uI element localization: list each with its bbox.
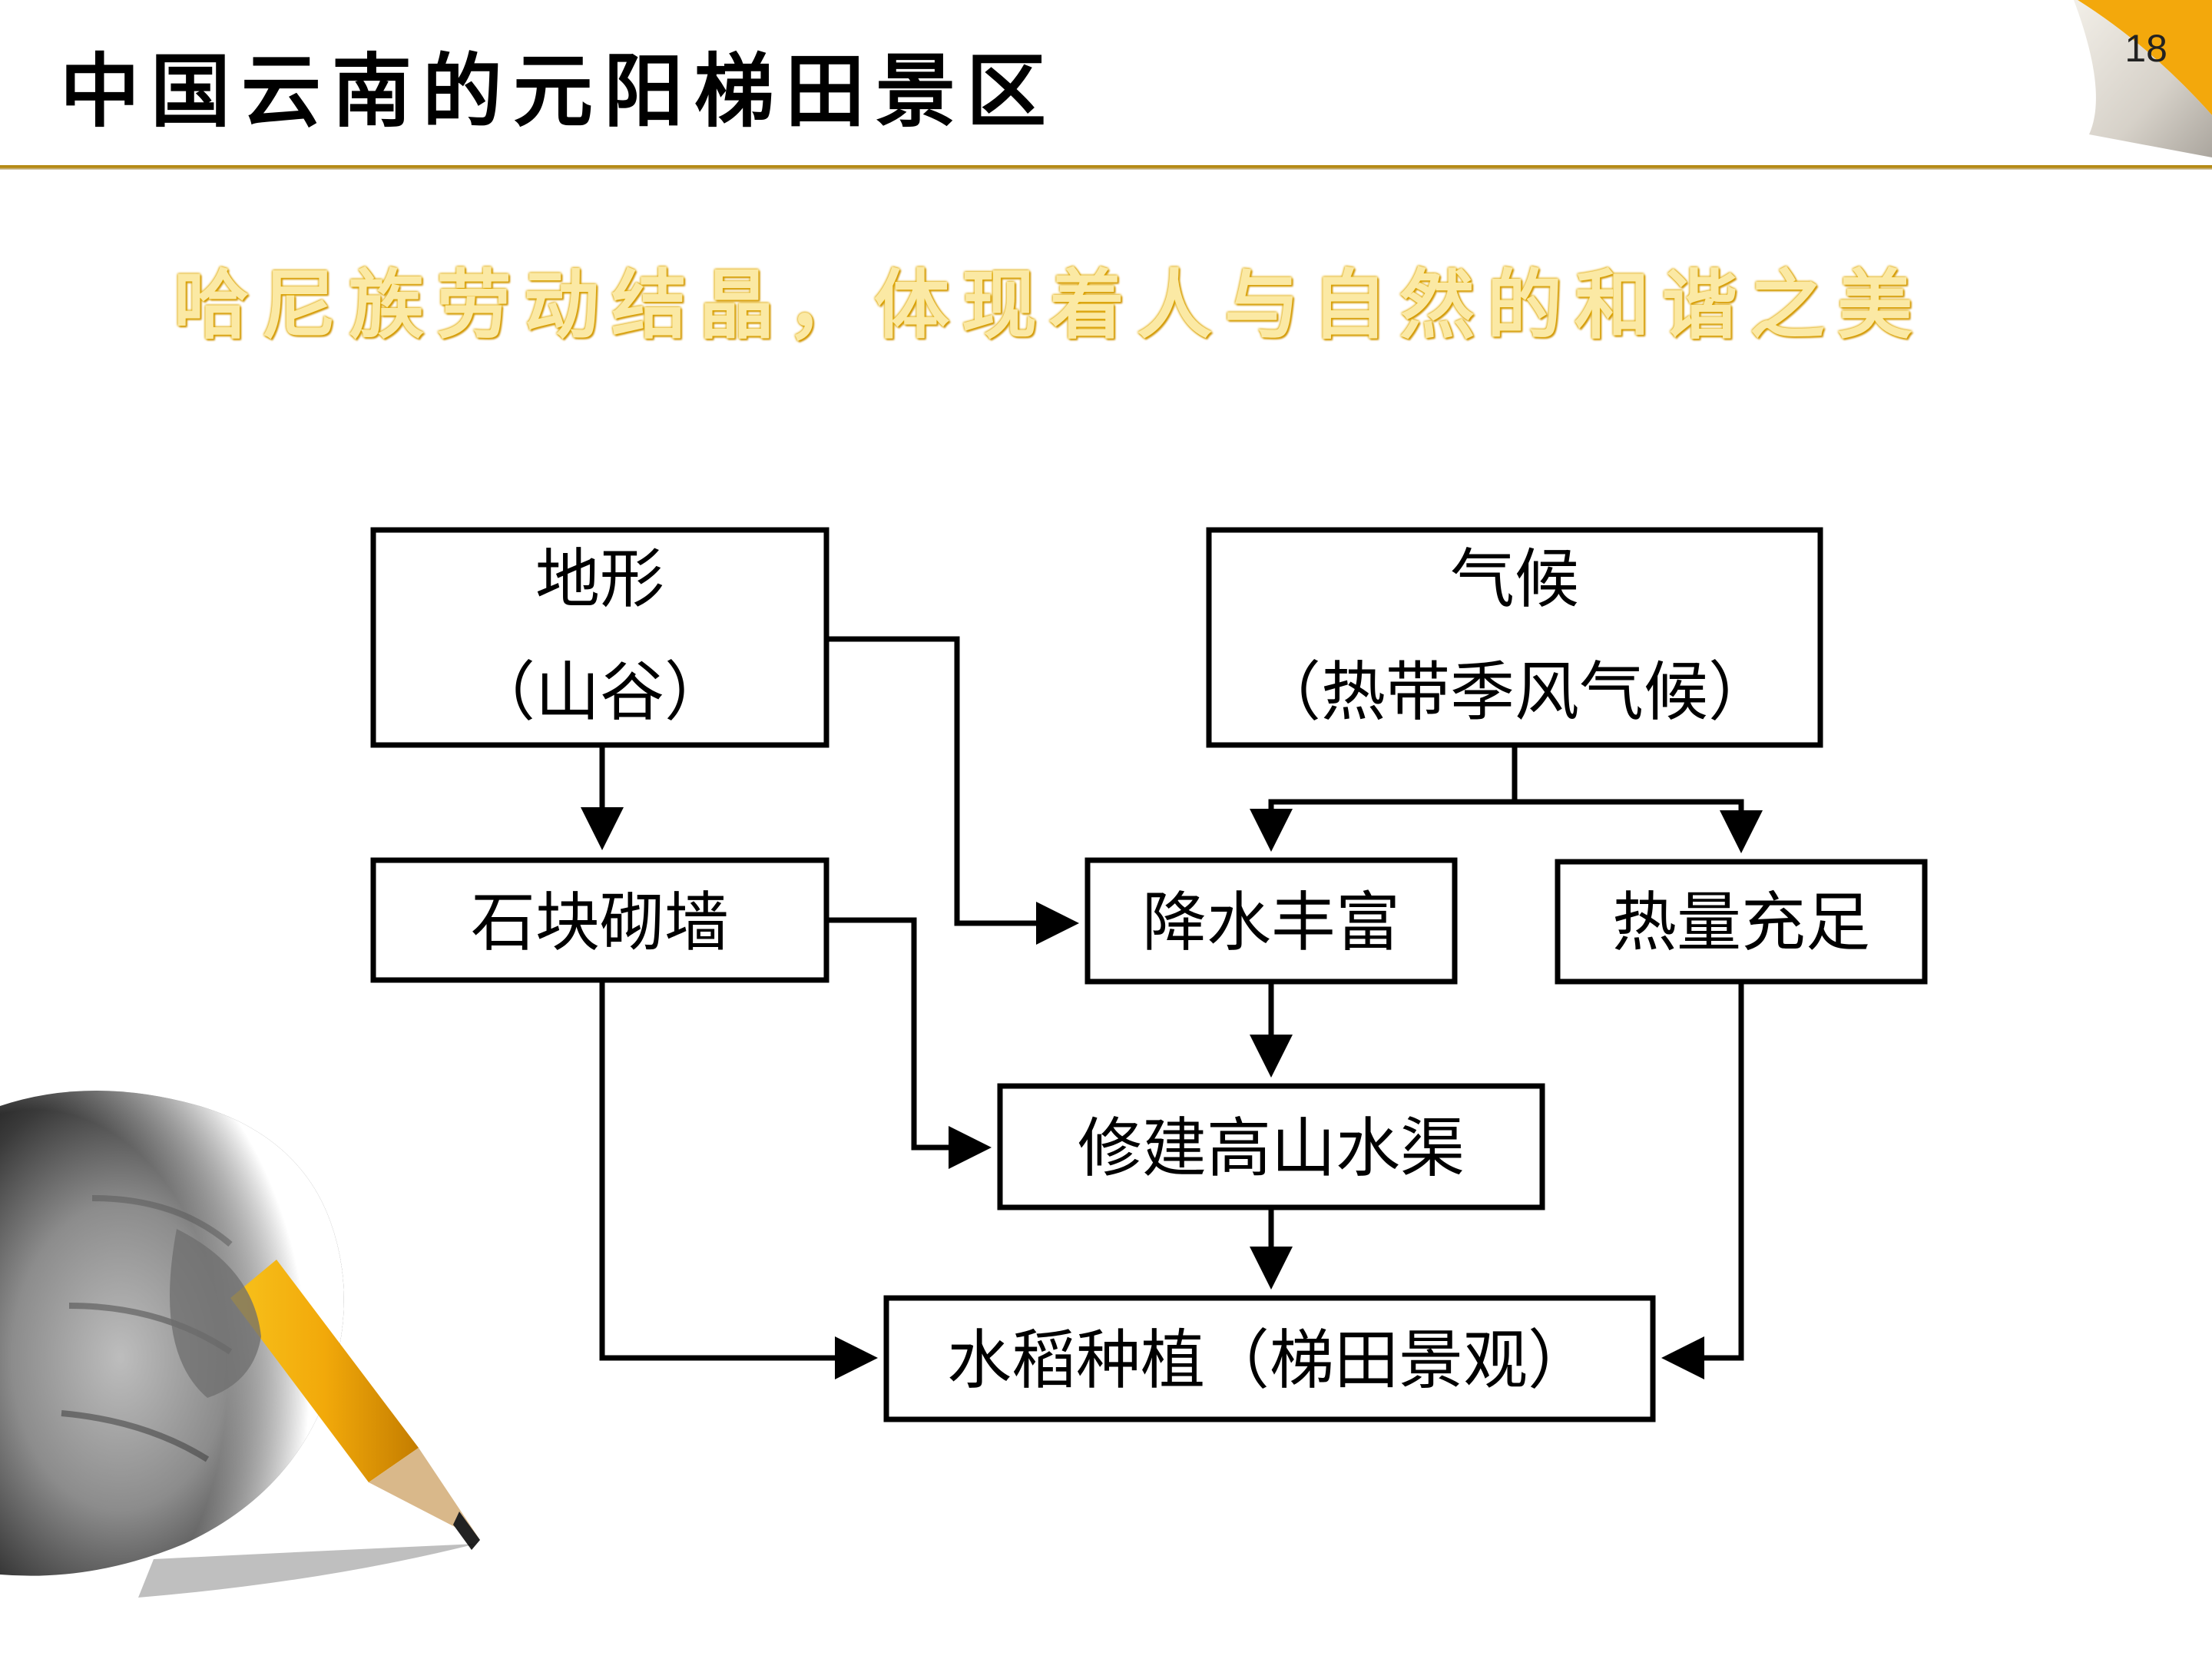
subtitle: 哈尼族劳动结晶，体现着人与自然的和谐之美 bbox=[174, 261, 1926, 349]
terrain-box bbox=[370, 527, 830, 748]
rain-label: 降水丰富 bbox=[1142, 885, 1400, 960]
rice-label: 水稻种植（梯田景观） bbox=[947, 1323, 1592, 1398]
climate-split-line bbox=[1250, 747, 1518, 852]
title-divider bbox=[0, 165, 2212, 170]
canal-label: 修建高山水渠 bbox=[1078, 1111, 1465, 1186]
rice-box bbox=[883, 1295, 1656, 1422]
heat-box bbox=[1555, 859, 1928, 985]
arrow-climate-heat bbox=[1515, 799, 1763, 853]
climate-label: 气候 bbox=[1450, 541, 1579, 617]
arrow-terrain-rain bbox=[829, 636, 1079, 945]
arrow-heat-rice bbox=[1661, 984, 1744, 1379]
arrow-stone-rice bbox=[599, 982, 878, 1379]
heat-label: 热量充足 bbox=[1612, 885, 1870, 960]
stone-wall-box bbox=[370, 857, 830, 983]
rain-box bbox=[1084, 857, 1458, 985]
climate-box bbox=[1206, 527, 1823, 748]
page-title: 中国云南的元阳梯田景区 bbox=[60, 44, 1058, 138]
arrow-stone-canal bbox=[829, 917, 992, 1169]
page-number: 18 bbox=[2124, 27, 2167, 70]
canal-box bbox=[997, 1083, 1545, 1210]
stone-wall-label: 石块砌墙 bbox=[471, 885, 729, 960]
climate-sublabel: （热带季风气候） bbox=[1257, 654, 1773, 730]
terrain-sublabel: （山谷） bbox=[471, 654, 729, 730]
terrain-label: 地形 bbox=[535, 541, 664, 617]
